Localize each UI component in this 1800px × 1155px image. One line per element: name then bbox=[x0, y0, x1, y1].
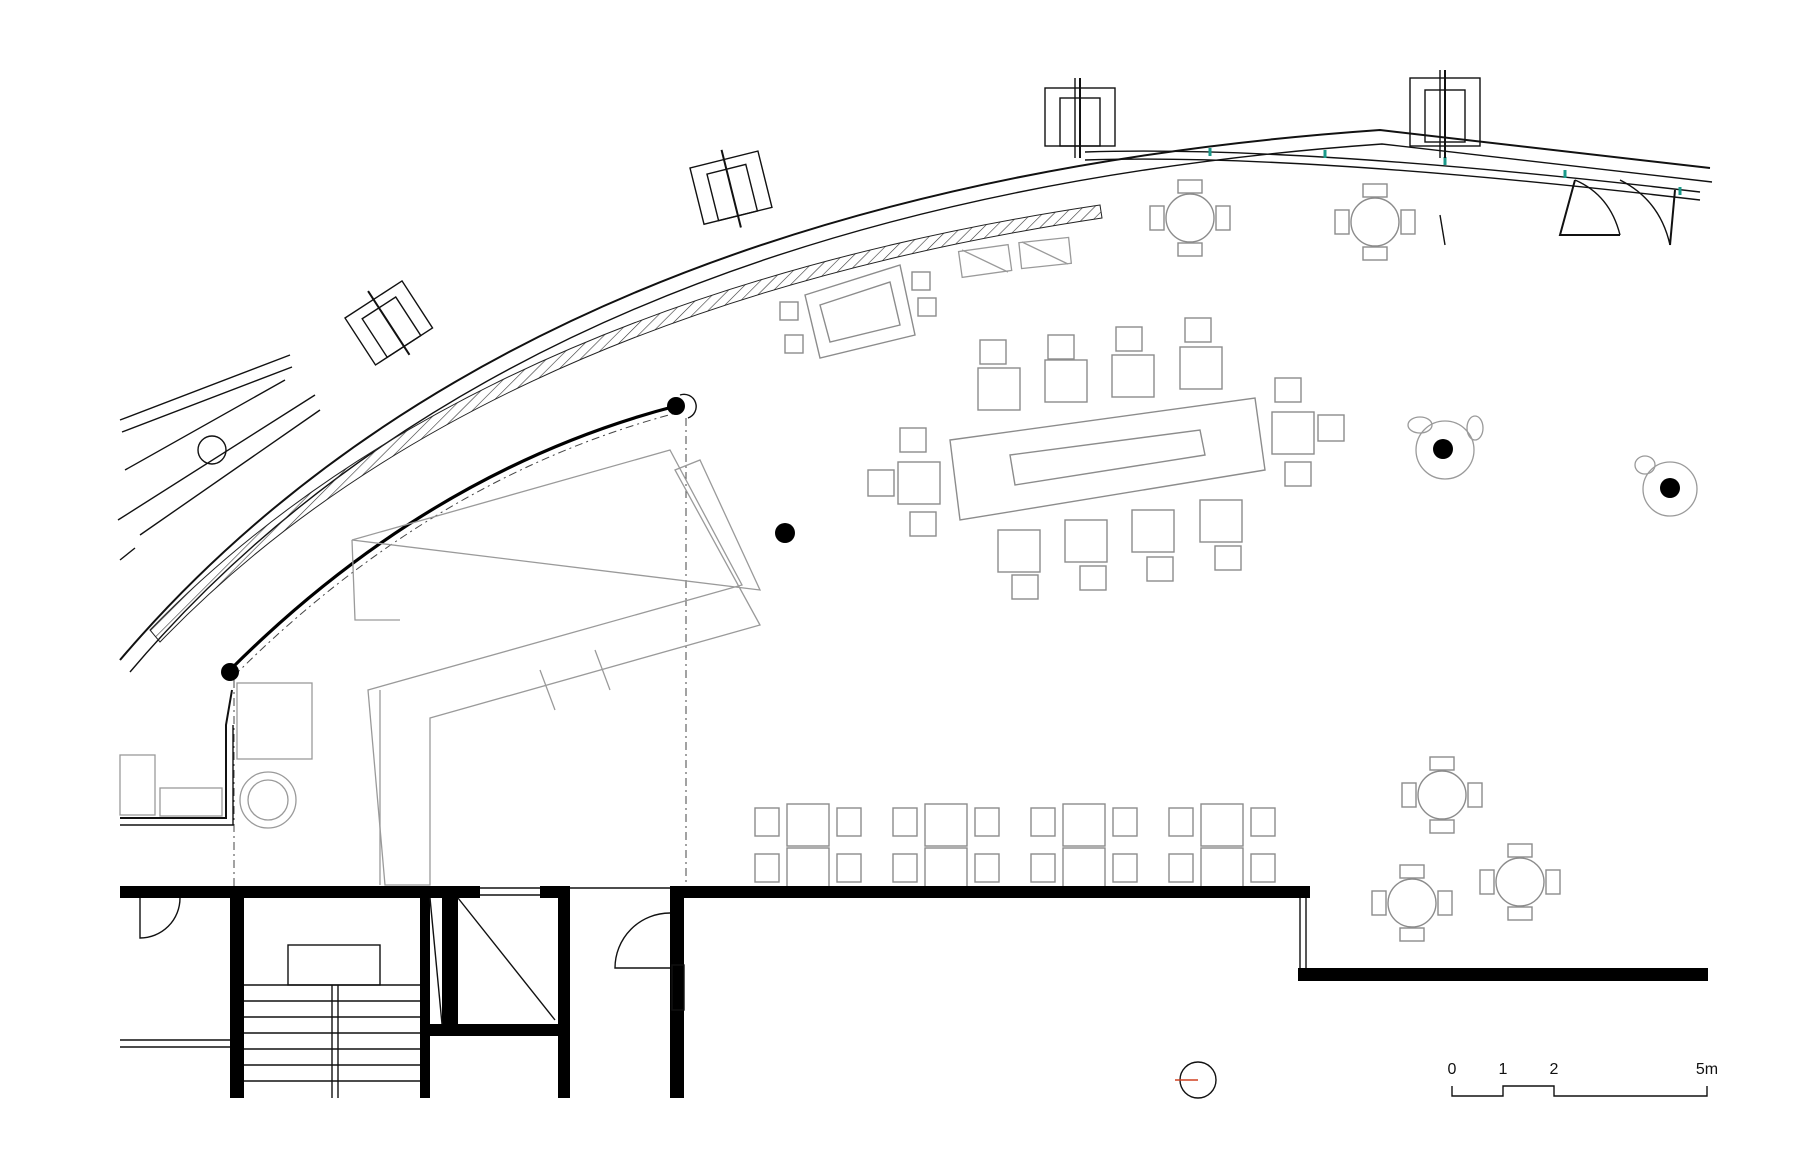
scale-label-2: 2 bbox=[1550, 1061, 1559, 1078]
left-bench-structure bbox=[117, 354, 321, 561]
wall-booths bbox=[754, 803, 1276, 891]
scale-label-1: 1 bbox=[1499, 1061, 1508, 1078]
stairs bbox=[244, 897, 556, 1098]
left-lounge bbox=[119, 682, 313, 829]
standing-tables bbox=[1407, 415, 1698, 517]
scale-label-5m: 5m bbox=[1696, 1061, 1718, 1078]
scale-label-0: 0 bbox=[1448, 1061, 1457, 1078]
bottom-doors bbox=[120, 897, 685, 1048]
bar-counter bbox=[351, 449, 762, 886]
entrance-door bbox=[1439, 179, 1676, 246]
communal-table bbox=[867, 317, 1345, 600]
facade-pilasters bbox=[344, 70, 1481, 366]
bottom-walls bbox=[120, 886, 1708, 1098]
curved-partition bbox=[221, 393, 697, 890]
round-tables bbox=[1149, 179, 1561, 942]
scale-bar: 0 1 2 5m bbox=[1448, 1061, 1718, 1097]
north-arrow-icon bbox=[1175, 1061, 1217, 1099]
outer-facade bbox=[119, 128, 1713, 673]
lounge-seating bbox=[779, 236, 1073, 359]
